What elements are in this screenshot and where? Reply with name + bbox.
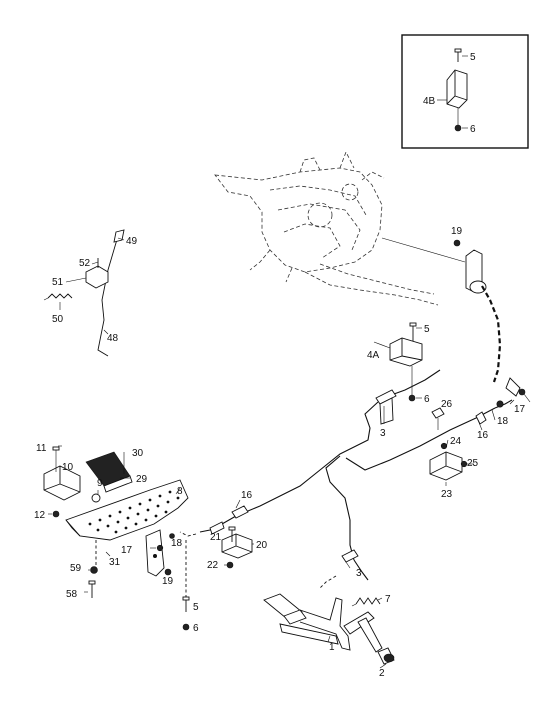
bracket-23 (429, 407, 474, 481)
label-1: 1 (329, 642, 335, 653)
label-29: 29 (136, 474, 148, 485)
label-18-right: 18 (497, 416, 509, 427)
label-52: 52 (79, 258, 91, 269)
label-19-top: 19 (451, 226, 463, 237)
label-8: 8 (177, 486, 183, 497)
spring-7 (351, 597, 381, 607)
label-5-mid: 5 (424, 324, 430, 335)
label-19-bottom: 19 (162, 576, 174, 587)
inset-detail-box (401, 34, 529, 149)
label-17-right: 17 (514, 404, 526, 415)
footrest-plate-8 (65, 479, 189, 577)
label-51: 51 (52, 277, 64, 288)
pivot-lever-assembly (381, 237, 531, 403)
label-12: 12 (34, 510, 46, 521)
callout-labels: 5 4B 6 19 49 52 51 50 48 5 4A 6 3 17 18 … (34, 52, 526, 679)
shift-rod-48 (43, 229, 125, 357)
label-2: 2 (379, 668, 385, 679)
label-48: 48 (107, 333, 119, 344)
label-26: 26 (441, 399, 453, 410)
label-4b: 4B (423, 96, 436, 107)
label-20: 20 (256, 540, 268, 551)
label-6-bottom: 6 (193, 623, 199, 634)
transaxle-outline (214, 151, 439, 306)
label-5-inset: 5 (470, 52, 476, 63)
label-23: 23 (441, 489, 453, 500)
label-31: 31 (109, 557, 121, 568)
label-4a: 4A (367, 350, 380, 361)
bracket-10 (43, 446, 101, 518)
label-17-left: 17 (121, 545, 133, 556)
leader-lines (48, 237, 515, 669)
label-6-mid: 6 (424, 394, 430, 405)
cable-fittings (209, 389, 504, 563)
label-6-inset: 6 (470, 124, 476, 135)
label-3-lower: 3 (356, 568, 362, 579)
label-18-left: 18 (171, 538, 183, 549)
label-16-left: 16 (241, 490, 253, 501)
label-10: 10 (62, 462, 74, 473)
label-7: 7 (385, 594, 391, 605)
label-22: 22 (207, 560, 219, 571)
label-58: 58 (66, 589, 78, 600)
label-21: 21 (210, 532, 222, 543)
label-9: 9 (97, 478, 103, 489)
plate-holes (88, 490, 180, 534)
bracket-4a (389, 322, 423, 402)
label-24: 24 (450, 436, 462, 447)
fasteners-lower-left (88, 533, 190, 631)
label-3-upper: 3 (380, 428, 386, 439)
label-25: 25 (467, 458, 479, 469)
label-59: 59 (70, 563, 82, 574)
bracket-20 (221, 526, 253, 569)
label-49: 49 (126, 236, 138, 247)
label-50: 50 (52, 314, 64, 325)
label-30: 30 (132, 448, 144, 459)
label-5-bottom: 5 (193, 602, 199, 613)
label-16-right: 16 (477, 430, 489, 441)
pedal-pad-29 (85, 451, 133, 493)
label-11: 11 (36, 443, 47, 454)
brake-pedal-1 (263, 593, 395, 665)
